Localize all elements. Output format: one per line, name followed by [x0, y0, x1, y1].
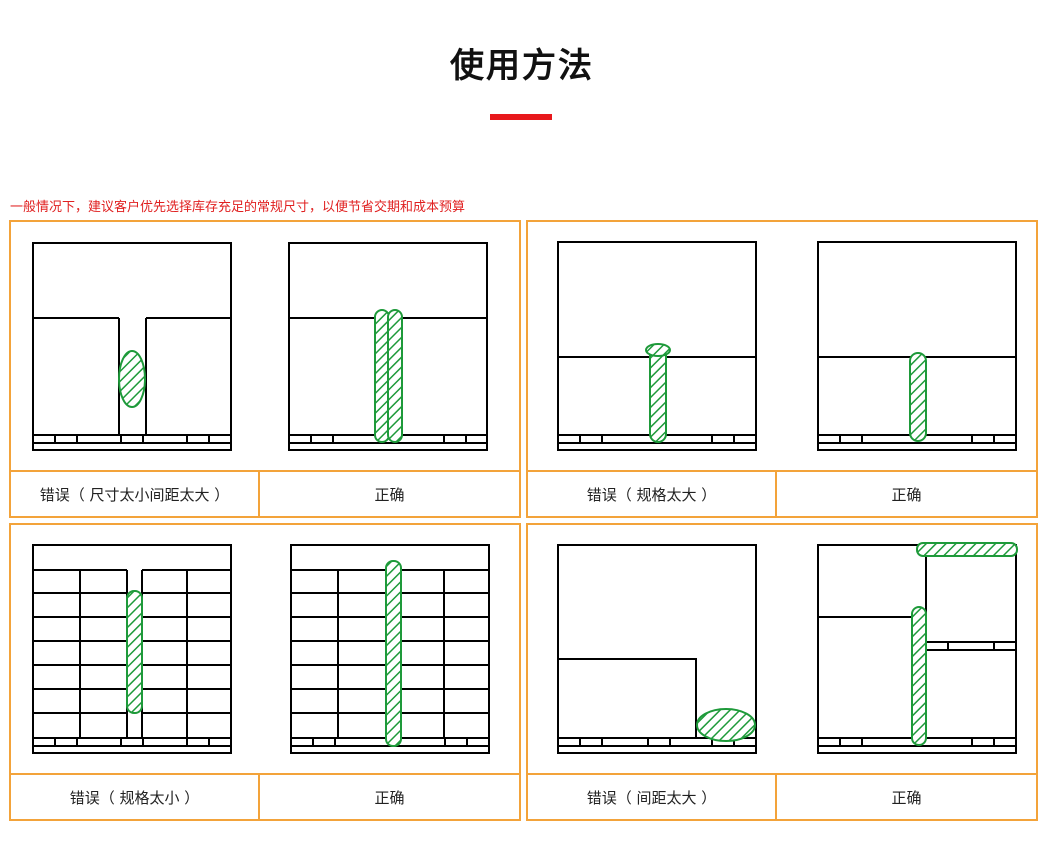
caption-right: 正确: [777, 470, 1036, 518]
panel-1-illustrations: [32, 242, 488, 451]
title-underline: [490, 114, 552, 120]
usage-note: 一般情况下，建议客户优先选择库存充足的常规尺寸，以便节省交期和成本预算: [10, 200, 466, 215]
airbag-wrong: [649, 345, 667, 443]
caption-right: 正确: [777, 773, 1036, 821]
airbag-right: [909, 352, 927, 442]
panel-spec-too-small: 错误（ 规格太小 ） 正确: [9, 523, 521, 821]
airbag-right-a: [374, 309, 390, 443]
airbag-wrong: [126, 590, 143, 714]
panel-4-illustrations: [557, 542, 1018, 754]
caption-wrong: 错误（ 尺寸太小间距太大 ）: [11, 470, 260, 518]
caption-wrong: 错误（ 间距太大 ）: [528, 773, 777, 821]
airbag-wrong: [696, 708, 756, 742]
airbag-right-side: [911, 606, 927, 746]
panel-2-illustrations: [557, 241, 1017, 451]
airbag-right: [385, 560, 402, 747]
page-title: 使用方法: [450, 46, 594, 86]
panel-spec-too-large: 错误（ 规格太大 ） 正确: [526, 220, 1038, 518]
airbag-right-b: [387, 309, 403, 443]
caption-wrong: 错误（ 规格太小 ）: [11, 773, 260, 821]
caption-wrong: 错误（ 规格太大 ）: [528, 470, 777, 518]
airbag-wrong-top: [645, 343, 671, 357]
airbag-right-top: [916, 542, 1018, 557]
caption-right: 正确: [260, 470, 519, 518]
panel-spacing-too-large: 错误（ 间距太大 ） 正确: [526, 523, 1038, 821]
airbag-wrong: [118, 350, 146, 408]
caption-right: 正确: [260, 773, 519, 821]
panel-gap-too-large: 错误（ 尺寸太小间距太大 ） 正确: [9, 220, 521, 518]
panel-3-illustrations: [32, 544, 490, 754]
